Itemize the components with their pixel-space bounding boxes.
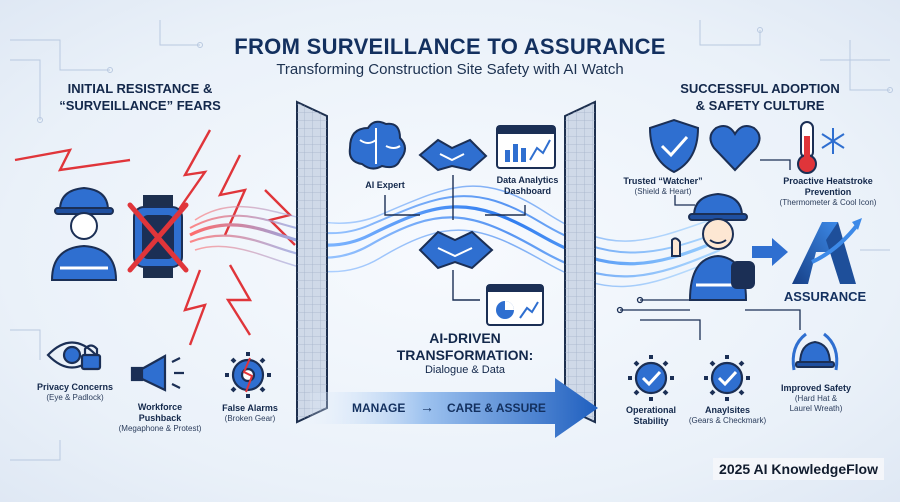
operational-stability-label: Operational Stability — [625, 405, 676, 426]
connector-lines — [384, 175, 526, 301]
arrow-care-label: CARE & ASSURE — [447, 401, 546, 415]
false-alarms-label: False Alarms (Broken Gear) — [222, 403, 278, 423]
dashboard-icon — [496, 125, 556, 169]
page-subtitle: Transforming Construction Site Safety wi… — [276, 61, 624, 78]
manage-to-care-arrow — [310, 378, 598, 438]
handshake-large-icon — [418, 230, 494, 270]
arrow-right-glyph: → — [420, 399, 434, 415]
assurance-arrow — [752, 238, 788, 266]
left-heading-line2: “SURVEILLANCE” FEARS — [59, 98, 221, 113]
shield-icon — [648, 118, 700, 174]
megaphone-icon — [130, 354, 184, 392]
dashboard-label: Data Analytics Dashboard — [496, 175, 559, 196]
eye-padlock-icon — [46, 341, 102, 371]
broken-gear-icon — [225, 352, 271, 398]
analysites-label: Anaylsites (Gears & Checkmark) — [688, 405, 767, 425]
lightning-bolts-icon — [14, 129, 296, 346]
workforce-pushback-label: Workforce Pushback (Megaphone & Protest) — [118, 402, 202, 433]
hardhat-wreath-icon — [791, 332, 839, 371]
crossed-smartwatch-icon — [127, 195, 189, 278]
gear-check-icon — [628, 355, 674, 401]
worker-icon — [50, 186, 118, 281]
right-heading-line1: SUCCESSFUL ADOPTION — [680, 81, 840, 96]
gears-checkmark-icon — [704, 355, 750, 401]
page-title: FROM SURVEILLANCE TO ASSURANCE — [234, 34, 666, 59]
right-connector-lines — [616, 159, 801, 340]
improved-safety-label: Improved Safety (Hard Hat & Laurel Wreat… — [780, 383, 852, 413]
arrow-manage-label: MANAGE — [352, 401, 406, 415]
thermometer-icon — [797, 121, 817, 174]
assurance-logo-icon — [792, 218, 862, 284]
circuit-decoration — [10, 20, 893, 461]
heart-icon — [709, 125, 761, 172]
brand-watermark: 2025 AI KnowledgeFlow — [713, 458, 884, 480]
right-heading: SUCCESSFUL ADOPTION & SAFETY CULTURE — [660, 80, 860, 114]
glass-wall-left — [296, 100, 328, 424]
heatstroke-label: Proactive Heatstroke Prevention (Thermom… — [779, 176, 877, 207]
handshake-small-icon — [418, 138, 488, 172]
report-chart-icon — [486, 284, 544, 326]
glass-wall-right — [564, 100, 596, 424]
ai-expert-label: AI Expert — [365, 180, 405, 190]
left-heading: INITIAL RESISTANCE & “SURVEILLANCE” FEAR… — [40, 80, 240, 114]
privacy-concerns-label: Privacy Concerns (Eye & Padlock) — [36, 382, 114, 402]
trusted-watcher-label: Trusted “Watcher” (Shield & Heart) — [623, 176, 703, 196]
happy-worker-icon — [671, 192, 755, 301]
transformation-heading: AI-DRIVEN TRANSFORMATION: Dialogue & Dat… — [396, 330, 534, 376]
energy-wave — [189, 185, 721, 288]
left-heading-line1: INITIAL RESISTANCE & — [67, 81, 213, 96]
snowflake-icon — [821, 128, 845, 154]
right-heading-line2: & SAFETY CULTURE — [695, 98, 825, 113]
brain-icon — [348, 120, 406, 170]
assurance-label: ASSURANCE — [783, 289, 867, 304]
